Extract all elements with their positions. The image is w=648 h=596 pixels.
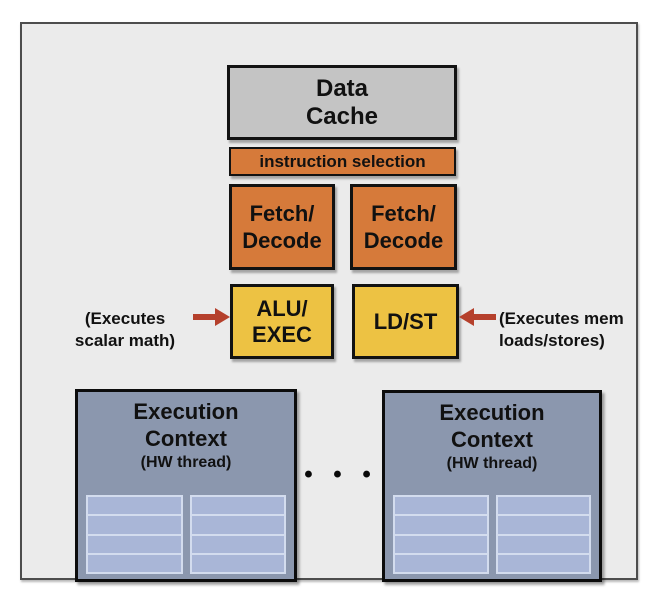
alu-exec-label-line1: ALU/ — [256, 295, 308, 321]
ld-st-box: LD/ST — [352, 284, 459, 359]
annotation-mem-loads-stores-line2: loads/stores) — [499, 331, 605, 350]
alu-exec-box: ALU/ EXEC — [230, 284, 334, 359]
register-row — [88, 554, 181, 572]
arrow-right-icon — [193, 314, 216, 320]
data-cache-label-line1: Data — [315, 74, 369, 102]
fetch-decode-left-line1: Fetch/ — [249, 201, 315, 226]
execution-context-left-title-line1: Execution — [133, 399, 239, 424]
annotation-mem-loads-stores-line1: (Executes mem — [499, 309, 624, 328]
annotation-scalar-math: (Executes scalar math) — [52, 308, 198, 352]
ellipsis-dots: • • • — [304, 461, 378, 488]
register-row — [191, 497, 284, 515]
annotation-mem-loads-stores: (Executes mem loads/stores) — [499, 308, 648, 352]
annotation-scalar-math-line1: (Executes — [84, 309, 166, 328]
register-row — [191, 516, 284, 534]
fetch-decode-box-right: Fetch/ Decode — [350, 184, 457, 270]
execution-context-box-left: Execution Context (HW thread) — [75, 389, 297, 582]
arrow-right-icon — [215, 308, 230, 326]
register-file-grid — [393, 495, 591, 574]
register-row — [88, 497, 181, 515]
annotation-scalar-math-line2: scalar math) — [74, 331, 176, 350]
register-row — [88, 516, 181, 534]
alu-exec-label-line2: EXEC — [252, 321, 312, 347]
register-row — [497, 554, 589, 572]
register-column — [393, 495, 489, 574]
register-row — [395, 554, 487, 572]
register-row — [395, 535, 487, 553]
execution-context-left-title-line2: Context — [145, 426, 227, 451]
register-row — [191, 535, 284, 553]
execution-context-right-title-line1: Execution — [439, 400, 545, 425]
data-cache-label-line2: Cache — [305, 102, 379, 130]
data-cache-box: Data Cache — [227, 65, 457, 140]
execution-context-box-right: Execution Context (HW thread) — [382, 390, 602, 582]
register-row — [191, 554, 284, 572]
register-row — [395, 497, 487, 515]
diagram-frame: Data Cache instruction selection Fetch/ … — [20, 22, 638, 582]
ld-st-label: LD/ST — [373, 308, 438, 334]
register-column — [86, 495, 183, 574]
register-column — [189, 495, 286, 574]
fetch-decode-right-line2: Decode — [363, 228, 444, 253]
instruction-selection-bar: instruction selection — [229, 147, 456, 176]
register-row — [395, 516, 487, 534]
fetch-decode-left-line2: Decode — [242, 228, 322, 253]
fetch-decode-box-left: Fetch/ Decode — [229, 184, 335, 270]
execution-context-right-title-line2: Context — [451, 427, 533, 452]
register-file-grid — [86, 495, 286, 574]
register-row — [497, 516, 589, 534]
instruction-selection-label: instruction selection — [259, 151, 426, 171]
register-row — [497, 535, 589, 553]
arrow-left-icon — [472, 314, 496, 320]
register-row — [88, 535, 181, 553]
register-column — [495, 495, 591, 574]
register-row — [497, 497, 589, 515]
execution-context-left-subtitle: (HW thread) — [140, 454, 232, 471]
execution-context-right-subtitle: (HW thread) — [446, 455, 538, 472]
fetch-decode-right-line1: Fetch/ — [371, 201, 436, 226]
arrow-left-icon — [459, 308, 474, 326]
